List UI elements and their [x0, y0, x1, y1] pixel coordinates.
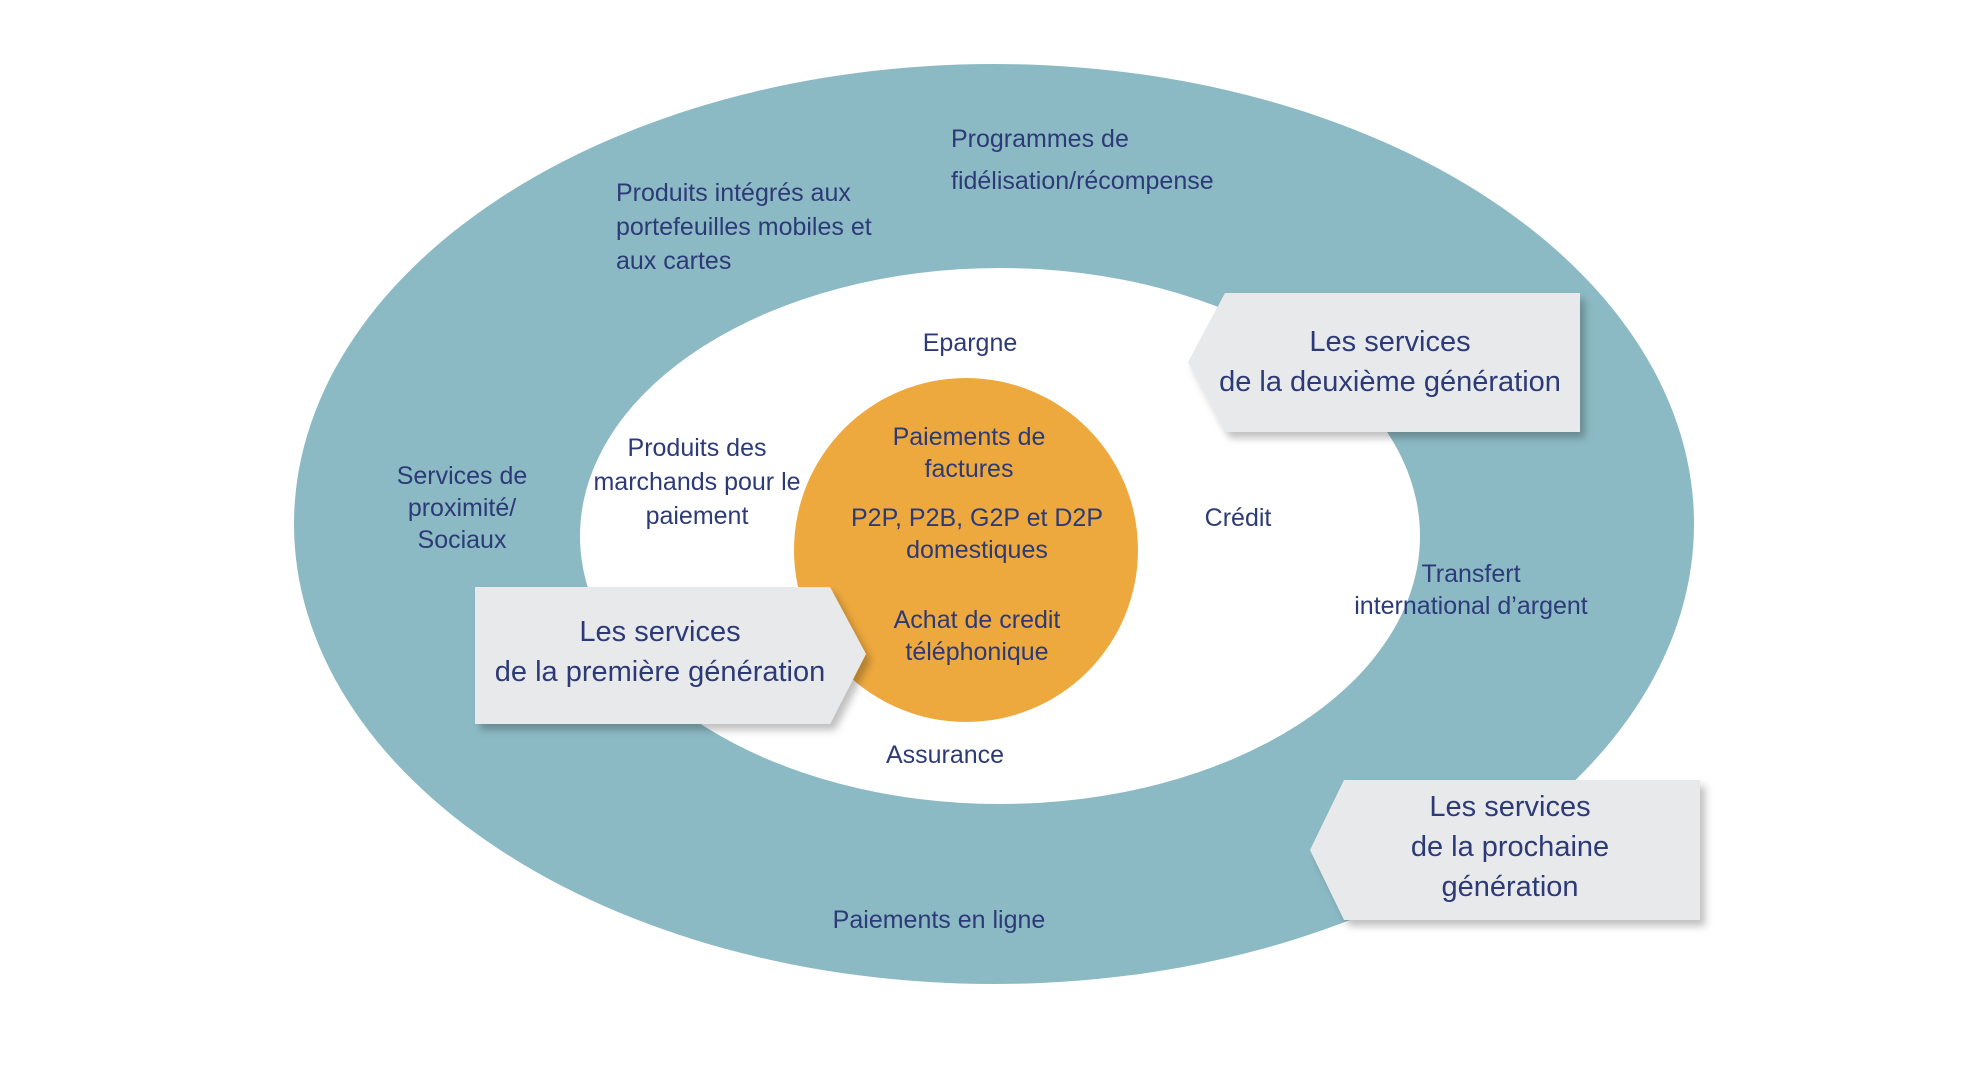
- core-item-1-line-1: Paiements de: [892, 423, 1046, 451]
- label-programmes-fidelisation: Programmes de fidélisation/récompense: [951, 118, 1214, 202]
- core-item-2-line-2: domestiques: [906, 536, 1048, 564]
- callout-premiere-line-2: de la première génération: [494, 656, 826, 688]
- label-services-proximite: Services de proximité/ Sociaux: [397, 460, 528, 556]
- core-item-3-line-1: Achat de credit: [893, 606, 1061, 634]
- callout-premiere-line-1: Les services: [579, 616, 741, 648]
- callout-prochaine-line-3: génération: [1441, 871, 1579, 903]
- core-item-paiements-factures: Paiements de factures: [893, 421, 1046, 485]
- label-produits-marchands: Produits des marchands pour le paiement: [593, 431, 800, 533]
- produits-integres-line-3: aux cartes: [616, 247, 732, 275]
- label-transfert-international: Transfert international d’argent: [1354, 558, 1588, 622]
- programmes-line-1: Programmes de: [951, 125, 1129, 153]
- callout-prochaine-generation: Les services de la prochaine génération: [1330, 787, 1690, 907]
- services-proximite-line-2: proximité/: [407, 494, 517, 522]
- programmes-line-2: fidélisation/récompense: [951, 167, 1214, 195]
- label-assurance: Assurance: [885, 741, 1005, 769]
- produits-marchands-line-2: marchands pour le: [593, 468, 801, 496]
- callout-prochaine-line-2: de la prochaine: [1410, 831, 1610, 863]
- core-item-3-line-2: téléphonique: [905, 638, 1049, 666]
- callout-prochaine-shape: [1310, 780, 1700, 920]
- label-produits-integres: Produits intégrés aux portefeuilles mobi…: [616, 176, 872, 278]
- callout-deuxieme-generation: Les services de la deuxième génération: [1205, 322, 1575, 402]
- core-item-2-line-1: P2P, P2B, G2P et D2P: [850, 504, 1104, 532]
- core-item-1-line-2: factures: [924, 455, 1014, 483]
- callout-prochaine-line-1: Les services: [1429, 791, 1591, 823]
- label-epargne: Epargne: [922, 329, 1018, 357]
- core-circle: [794, 378, 1138, 722]
- callout-premiere-shape: [475, 587, 866, 724]
- callout-premiere-generation: Les services de la première génération: [475, 612, 845, 692]
- core-item-achat-credit: Achat de credit téléphonique: [894, 604, 1061, 668]
- transfert-line-2: international d’argent: [1354, 592, 1588, 620]
- callout-deuxieme-shape: [1188, 293, 1580, 432]
- core-item-p2p: P2P, P2B, G2P et D2P domestiques: [851, 502, 1103, 566]
- produits-integres-line-1: Produits intégrés aux: [616, 179, 851, 207]
- services-proximite-line-1: Services de: [396, 462, 528, 490]
- produits-integres-line-2: portefeuilles mobiles et: [616, 213, 872, 241]
- label-paiements-en-ligne: Paiements en ligne: [832, 906, 1046, 934]
- label-credit: Crédit: [1204, 504, 1272, 532]
- callout-deuxieme-line-2: de la deuxième génération: [1219, 366, 1561, 398]
- produits-marchands-line-3: paiement: [645, 502, 749, 530]
- callout-deuxieme-line-1: Les services: [1309, 326, 1471, 358]
- services-proximite-line-3: Sociaux: [417, 526, 507, 554]
- produits-marchands-line-1: Produits des: [627, 434, 767, 462]
- transfert-line-1: Transfert: [1421, 560, 1521, 588]
